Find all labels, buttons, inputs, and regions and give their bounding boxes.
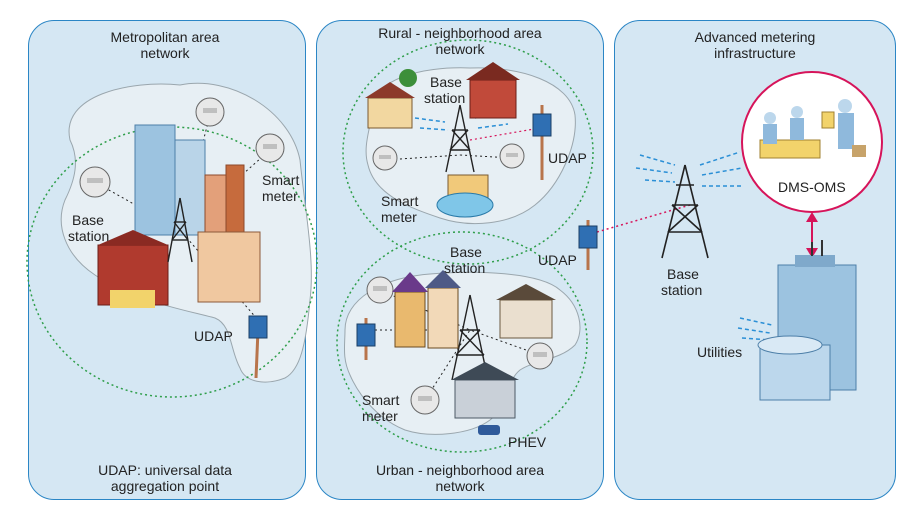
metro-base-station-label-line1: Base (72, 212, 104, 228)
urban-smart-meter-label-line1: Smart (362, 392, 400, 408)
rural-smart-meter-label-line2: meter (381, 209, 417, 225)
rural-houses (365, 62, 520, 218)
metro-base-station-label-line2: station (68, 228, 110, 244)
urban-network-circle (336, 231, 588, 453)
udap-poles (248, 105, 598, 379)
urban-title-line1: Urban - neighborhood area (375, 462, 545, 478)
rural-panel-title-line2: network (435, 41, 485, 57)
footnote-line2: aggregation point (110, 478, 220, 494)
rural-udap-link (469, 127, 541, 141)
rural-udap-label: UDAP (548, 150, 587, 166)
urban-base-station-label-line2: station (444, 260, 486, 276)
utilities-building (757, 240, 857, 401)
rural-base-station-label-line2: station (424, 90, 466, 106)
ami-tower (661, 164, 709, 259)
dms-oms-label: DMS-OMS (778, 179, 846, 195)
metro-network-circle (26, 126, 318, 398)
rural-network-circle (342, 39, 594, 265)
ami-base-station-label-line1: Base (667, 266, 699, 282)
rural-panel-title-line1: Rural - neighborhood area (378, 25, 542, 41)
metro-panel-title-line1: Metropolitan area (110, 29, 220, 45)
urban-smart-meter-label-line2: meter (362, 408, 398, 424)
metro-smart-meter-label-line1: Smart (262, 172, 300, 188)
metro-city-buildings (97, 124, 261, 308)
urban-base-station-label-line1: Base (450, 244, 482, 260)
metro-panel-title-line2: network (140, 45, 190, 61)
rural-base-station-label-line1: Base (430, 74, 462, 90)
urban-title-line2: network (435, 478, 485, 494)
urban-houses (392, 270, 556, 435)
footnote-line1: UDAP: universal data (98, 462, 232, 478)
ami-base-station-label-line2: station (661, 282, 703, 298)
rural-tower (445, 104, 475, 173)
rural-smart-meter-label-line1: Smart (381, 193, 419, 209)
meter-dials (87, 108, 547, 401)
ami-panel-title-line2: infrastructure (714, 45, 796, 61)
arrow-up (806, 212, 818, 222)
rural-cloud (365, 67, 576, 225)
utilities-label: Utilities (697, 344, 743, 360)
metro-tower (167, 197, 193, 263)
ami-panel-title-line1: Advanced metering (694, 29, 816, 45)
urban-udap-label: UDAP (538, 252, 577, 268)
dms-oms-office (759, 99, 866, 159)
metro-smart-meter-label-line2: meter (262, 188, 298, 204)
metro-udap-label: UDAP (194, 328, 233, 344)
phev-label: PHEV (508, 434, 547, 450)
